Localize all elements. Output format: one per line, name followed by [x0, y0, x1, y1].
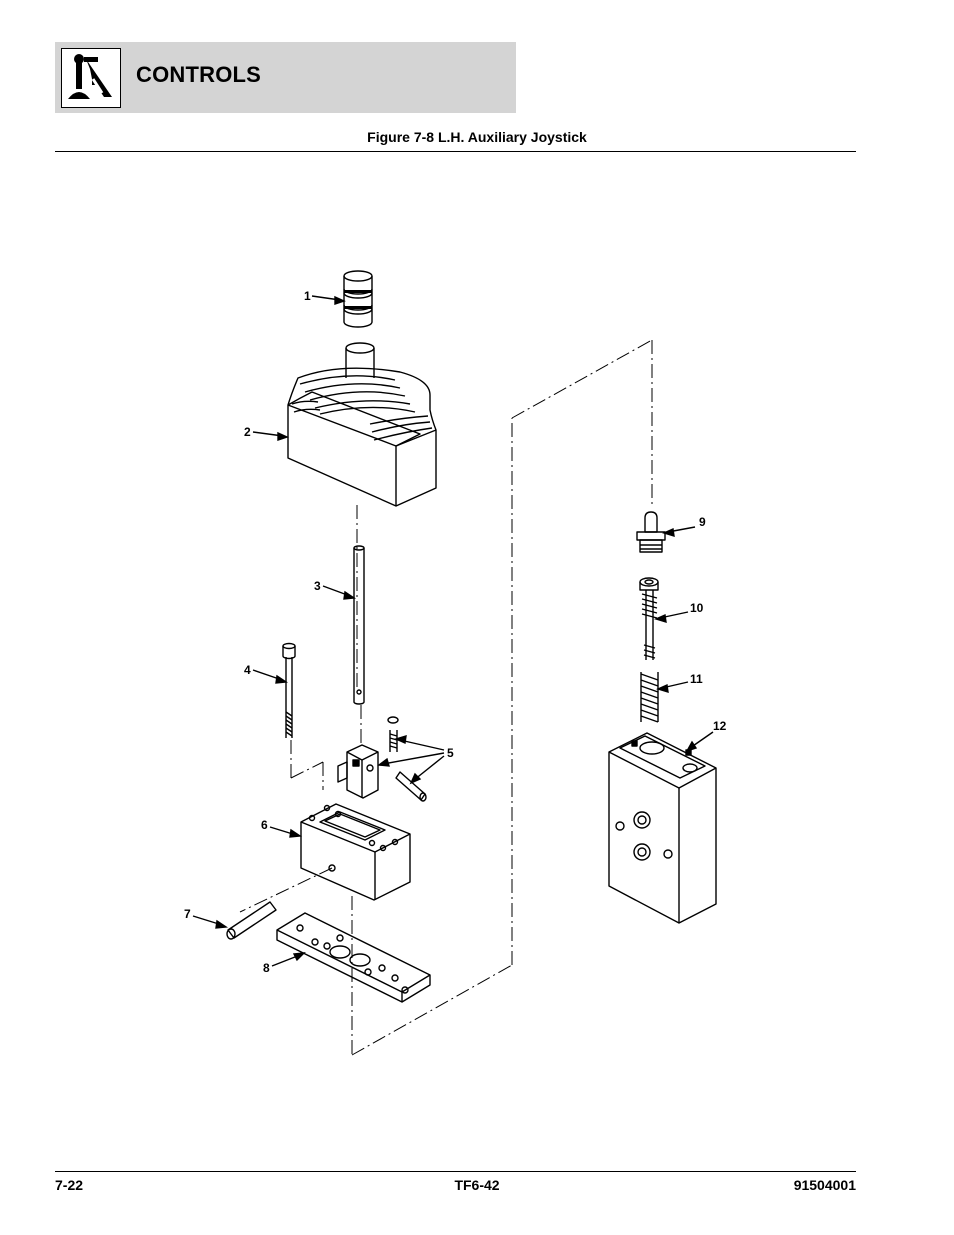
header-divider: [55, 151, 856, 152]
figure-title: Figure 7-8 L.H. Auxiliary Joystick: [367, 129, 587, 145]
callout-9: 9: [699, 515, 706, 529]
callout-5: 5: [447, 746, 454, 760]
part-8-plate: [276, 912, 431, 1003]
callout-2: 2: [244, 425, 251, 439]
part-1-knob: [343, 270, 373, 328]
part-2-handle: [287, 342, 437, 507]
part-3-rod: [353, 545, 365, 705]
header-band: [55, 42, 516, 113]
callout-11: 11: [690, 672, 703, 686]
part-5-clamp: [337, 716, 427, 802]
callout-3: 3: [314, 579, 321, 593]
callout-8: 8: [263, 961, 270, 975]
part-6-housing: [300, 803, 411, 901]
footer-divider: [55, 1171, 856, 1172]
part-7-pin: [226, 901, 277, 940]
joystick-control-icon: [61, 48, 121, 108]
callout-7: 7: [184, 907, 191, 921]
callout-10: 10: [690, 601, 704, 615]
part-9-plunger: [636, 511, 666, 553]
part-12-valve-body: [608, 732, 717, 924]
callout-6: 6: [261, 818, 268, 832]
page-number: 7-22: [55, 1177, 84, 1193]
callout-4: 4: [244, 663, 251, 677]
document-number: 91504001: [793, 1177, 856, 1193]
part-4-bolt: [282, 642, 296, 738]
callout-1: 1: [304, 289, 311, 303]
model-number: TF6-42: [454, 1177, 500, 1193]
part-11-spring: [640, 672, 659, 723]
part-10-stem: [639, 577, 659, 660]
callout-12: 12: [713, 719, 727, 733]
section-title: CONTROLS: [136, 62, 262, 87]
